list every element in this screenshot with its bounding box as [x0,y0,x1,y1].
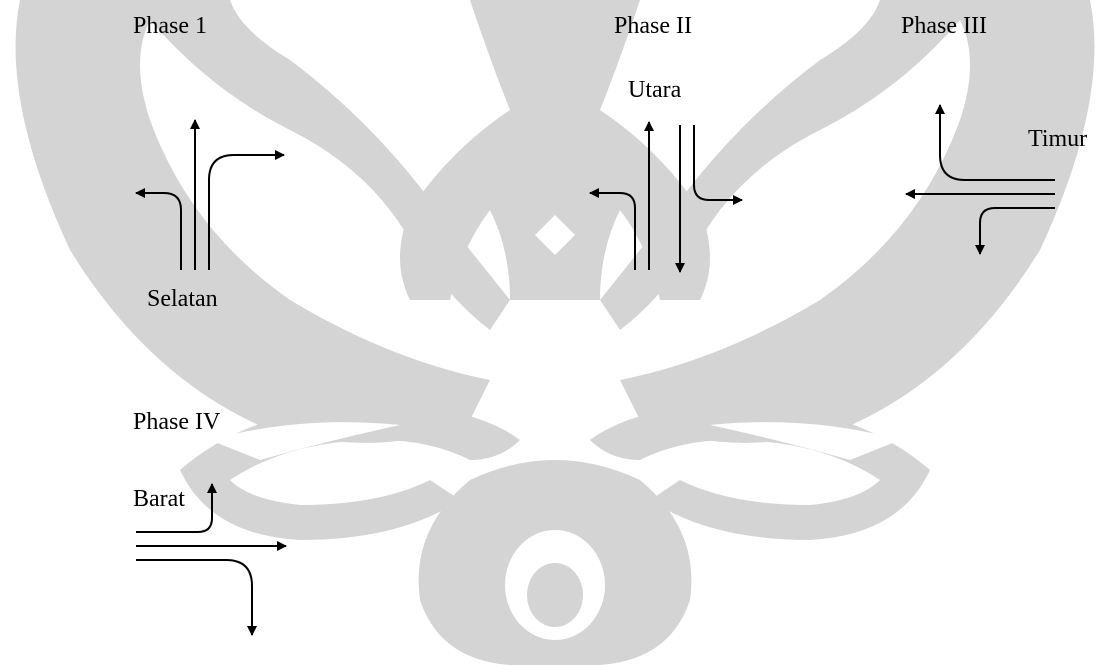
phase2-south-left-arrow [589,188,636,270]
phase3-east-right-arrow [935,104,1055,181]
phase2-arrows [589,121,743,273]
phase3-east-left-arrow [975,207,1055,255]
south-approach-label: Selatan [147,286,218,312]
phase-3-title: Phase III [901,13,987,39]
phase1-south-right-arrow [208,150,285,270]
west-approach-label: Barat [133,486,185,512]
phase-1-title: Phase 1 [133,13,207,39]
phase1-arrows [135,119,285,270]
north-approach-label: Utara [628,77,682,103]
phase-4-title: Phase IV [133,409,221,435]
east-approach-label: Timur [1028,126,1088,152]
phase-2-title: Phase II [614,13,692,39]
phase2-north-left-arrow [693,125,743,205]
phase4-west-left-arrow [136,483,217,533]
phase4-west-right-arrow [136,559,257,636]
phase4-arrows [136,483,287,636]
phase3-arrows [905,104,1055,255]
phase1-south-left-arrow [135,188,182,270]
